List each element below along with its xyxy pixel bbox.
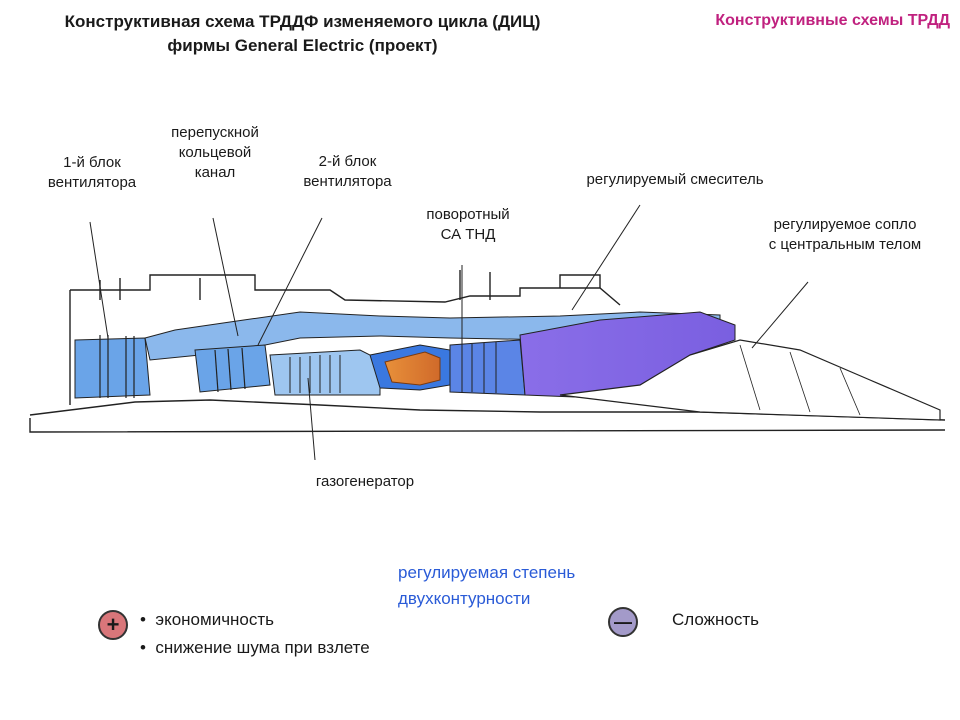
plus-badge: + bbox=[98, 610, 128, 640]
label-bypass-duct: перепускной кольцевой канал bbox=[150, 123, 280, 183]
label-nozzle-line1: регулируемое сопло bbox=[773, 216, 917, 233]
engine-casing bbox=[29, 270, 946, 433]
label-mixer: регулируемый смеситель bbox=[586, 171, 764, 188]
label-vane-line1: поворотный bbox=[426, 206, 510, 223]
title-line-2: фирмы General Electric (проект) bbox=[167, 36, 438, 55]
label-fan1-line2: вентилятора bbox=[47, 174, 137, 191]
label-bypass-line3: канал bbox=[194, 164, 236, 181]
label-fan1-line1: 1-й блок bbox=[63, 154, 121, 171]
label-bypass-line2: кольцевой bbox=[178, 144, 252, 161]
label-vane-line2: СА ТНД bbox=[440, 226, 496, 243]
fan1-blades bbox=[99, 335, 135, 398]
pros-list: • экономичность • снижение шума при взле… bbox=[140, 606, 460, 662]
label-nozzle: регулируемое сопло с центральным телом bbox=[740, 215, 950, 255]
label-fan2-line1: 2-й блок bbox=[318, 153, 377, 170]
label-bypass-line1: перепускной bbox=[171, 124, 259, 141]
label-gas-generator: газогенератор bbox=[315, 473, 415, 490]
bullet-dot: • bbox=[140, 638, 156, 657]
bypass-note-line1: регулируемая степень bbox=[398, 563, 576, 582]
pros-item-2-text: снижение шума при взлете bbox=[155, 638, 370, 657]
cons-item-1: Сложность bbox=[672, 610, 760, 629]
turbine-flow bbox=[449, 339, 526, 396]
bypass-ratio-note: регулируемая степень двухконтурности bbox=[398, 560, 698, 612]
label-fan2-line2: вентилятора bbox=[303, 173, 392, 190]
core-flow bbox=[269, 349, 381, 396]
fan2-blades bbox=[214, 347, 246, 393]
central-body bbox=[559, 339, 941, 421]
corner-title: Конструктивные схемы ТРДД bbox=[715, 12, 950, 29]
turbine-blades bbox=[461, 342, 497, 393]
fan2-flow bbox=[194, 344, 271, 393]
central-body-lines bbox=[739, 344, 861, 416]
bullet-dot: • bbox=[140, 610, 156, 629]
leader-lines bbox=[89, 204, 809, 461]
bypass-note-line2: двухконтурности bbox=[398, 589, 531, 608]
label-lpt-vane: поворотный СА ТНД bbox=[408, 205, 528, 245]
minus-badge: — bbox=[608, 607, 638, 637]
label-fan2: 2-й блок вентилятора bbox=[285, 152, 410, 192]
pros-item-2: • снижение шума при взлете bbox=[140, 634, 460, 662]
combustor-flame bbox=[384, 351, 441, 386]
pros-item-1: • экономичность bbox=[140, 606, 460, 634]
pros-item-1-text: экономичность bbox=[155, 610, 275, 629]
fan1-flow bbox=[74, 337, 151, 399]
label-fan1: 1-й блок вентилятора bbox=[32, 153, 152, 193]
label-nozzle-line2: с центральным телом bbox=[768, 236, 922, 253]
title-line-1: Конструктивная схема ТРДДФ изменяемого ц… bbox=[64, 12, 541, 31]
core-blades bbox=[289, 355, 341, 393]
page-title: Конструктивная схема ТРДДФ изменяемого ц… bbox=[20, 10, 585, 58]
